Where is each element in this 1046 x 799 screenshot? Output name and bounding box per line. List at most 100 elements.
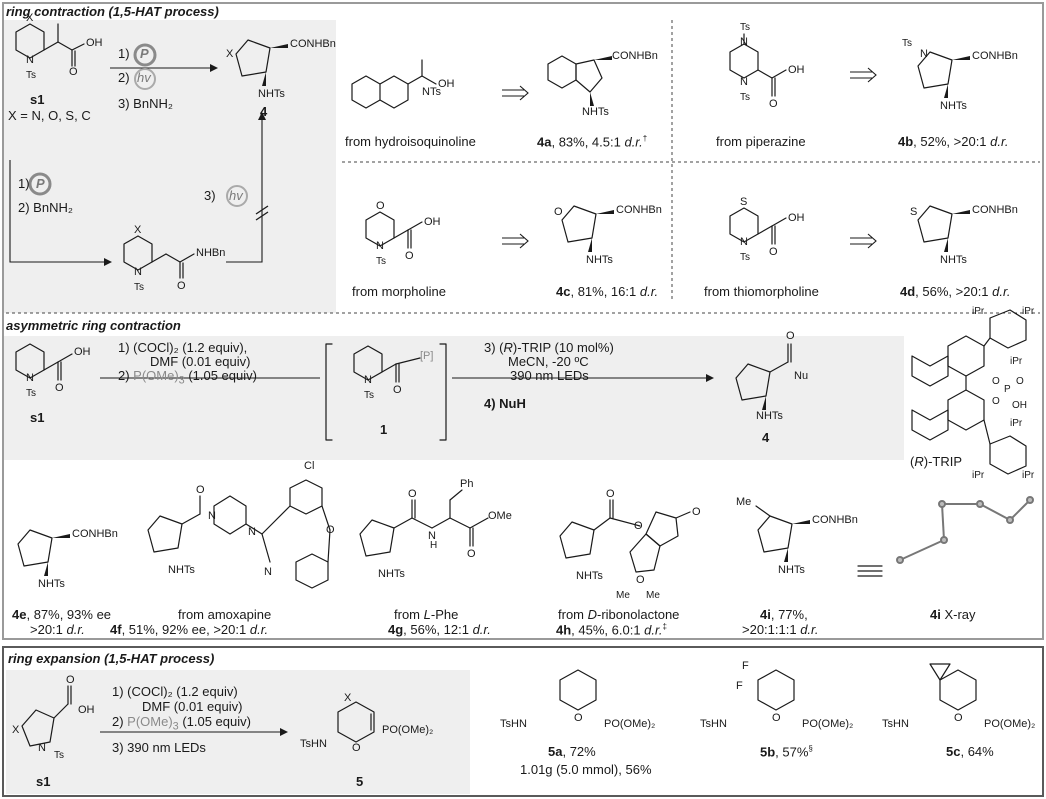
p4i-nhts: NHTs: [778, 564, 805, 576]
p4d-nhts: NHTs: [940, 254, 967, 266]
result-4e-dr-value: >20:1: [30, 622, 67, 637]
asym-cond-nuh: 4) NuH: [484, 396, 526, 411]
asym-cond-r1: 3) (R)-TRIP (10 mol%): [484, 340, 614, 355]
p4b-conhbn: CONHBn: [972, 50, 1018, 62]
mor-n: N: [376, 240, 384, 252]
expansion-s1-structure: [21, 685, 72, 747]
mark-4h: ‡: [662, 622, 667, 631]
result-4e-line1: 4e, 87%, 93% ee: [12, 607, 111, 622]
s1-atom-o: O: [69, 66, 78, 78]
pip-oh: OH: [788, 64, 805, 76]
p4c-nhts: NHTs: [586, 254, 613, 266]
s1-atom-ts: Ts: [26, 70, 36, 81]
trip-ipr-6: iPr: [1022, 470, 1035, 481]
p5b-po: PO(OMe)₂: [802, 718, 854, 730]
reagent-p-icon: P: [140, 46, 149, 61]
amide-atom-x: X: [134, 224, 142, 236]
p4g-o1: O: [408, 488, 417, 500]
p4-conhbn: CONHBn: [290, 38, 336, 50]
p5b-tshn: TsHN: [700, 718, 727, 730]
s1-label: s1: [30, 92, 45, 107]
p4h-me2: Me: [646, 590, 660, 601]
result-5a-text: , 72%: [562, 744, 596, 759]
p5-o: O: [352, 742, 361, 754]
trip-oh: OH: [1012, 400, 1027, 411]
p4b-ts: Ts: [902, 38, 912, 49]
asym-product-4-structure: [735, 343, 792, 410]
p4b-nhts: NHTs: [940, 100, 967, 112]
p4i-conhbn: CONHBn: [812, 514, 858, 526]
result-5b-text: , 57%: [775, 744, 809, 760]
int-p-label: [P]: [420, 350, 434, 362]
dr-4e: d.r.: [66, 622, 85, 637]
result-5a-line2: 1.01g (5.0 mmol), 56%: [520, 762, 652, 777]
result-4b: 4b, 52%, >20:1 d.r.: [898, 134, 1008, 149]
dr-4g: d.r.: [472, 622, 491, 637]
cmp-5a: 5a: [548, 744, 563, 759]
xray-structure-image: [896, 496, 1034, 564]
p4f-n2: N: [248, 526, 256, 538]
step-1-label: 1): [118, 46, 130, 61]
trip-ipr-4: iPr: [1010, 418, 1023, 429]
scheme1-panel: [4, 20, 336, 313]
trip-ipr-3: iPr: [1010, 356, 1023, 367]
dr-4f: d.r.: [249, 622, 269, 637]
p4g-ph: Ph: [460, 478, 474, 490]
cmp-4f: 4f: [110, 622, 122, 637]
p4b-n: N: [920, 48, 928, 60]
result-4i-text: , 77%,: [770, 607, 808, 622]
cmp-5b: 5b: [760, 744, 776, 760]
p4f-o: O: [196, 484, 205, 496]
result-4d: 4d, 56%, >20:1 d.r.: [900, 284, 1010, 299]
result-4e-text: , 87%, 93% ee: [26, 607, 112, 622]
p4i-me: Me: [736, 496, 752, 508]
p4f-o2: O: [326, 524, 335, 536]
step-2-label: 2): [118, 70, 130, 85]
section-header-ring-contraction: ring contraction (1,5-HAT process): [6, 4, 219, 19]
asym-cond-r3: 390 nm LEDs: [510, 368, 589, 383]
asym-s1-label: s1: [30, 410, 45, 425]
asym-s1-structure: [15, 343, 73, 381]
p4f-cl: Cl: [304, 460, 315, 472]
trip-o2: O: [992, 396, 1000, 407]
hv-icon: hv: [137, 70, 151, 85]
p4e-nhts: NHTs: [38, 578, 65, 590]
result-4g-text: , 56%, 12:1: [403, 622, 473, 637]
asym-s1-n: N: [26, 372, 34, 384]
intermediate-1-structure: [353, 345, 421, 383]
pip-ts-bottom: Ts: [740, 92, 750, 103]
product-5b-structure: [757, 669, 795, 711]
int-n: N: [364, 374, 372, 386]
mor-o2: O: [405, 250, 414, 262]
p5c-tshn: TsHN: [882, 718, 909, 730]
result-4i-line1: 4i, 77%,: [760, 607, 808, 622]
trip-p: P: [1004, 384, 1011, 395]
p4g-nh: N: [428, 530, 436, 542]
p5c-po: PO(OMe)₂: [984, 718, 1036, 730]
result-4h: 4h, 45%, 6.0:1 d.r.‡: [556, 622, 667, 637]
dr-4i: d.r.: [800, 622, 819, 637]
result-4a: 4a, 83%, 4.5:1 d.r.†: [537, 134, 647, 149]
cmp-4i-xray: 4i: [930, 607, 941, 622]
result-4b-text: , 52%, >20:1: [913, 134, 991, 149]
product-4i-structure: [755, 505, 810, 562]
trip-ipr-1: iPr: [972, 306, 985, 317]
pip-o: O: [769, 98, 778, 110]
mor-ts: Ts: [376, 256, 386, 267]
exp-cond-2: DMF (0.01 equiv): [142, 699, 243, 714]
p5-tshn: TsHN: [300, 738, 327, 750]
product-4a-structure: [547, 55, 612, 106]
bracket-right: [439, 343, 447, 441]
p5b-o: O: [772, 712, 781, 724]
exp-s1-oh: OH: [78, 704, 95, 716]
product-5-label: 5: [356, 774, 364, 789]
p4h-nhts: NHTs: [576, 570, 603, 582]
mor-o: O: [376, 200, 385, 212]
asym-cond-1: 1) (COCl)₂ (1.2 equiv),: [118, 340, 248, 355]
asym-p4-o: O: [786, 330, 795, 342]
thio-o: O: [769, 246, 778, 258]
result-4i-dr-value: >20:1:1:1: [742, 622, 801, 637]
p4c-o: O: [554, 206, 563, 218]
asym-p4-nhts: NHTs: [756, 410, 783, 422]
cmp-4e: 4e: [12, 607, 27, 622]
